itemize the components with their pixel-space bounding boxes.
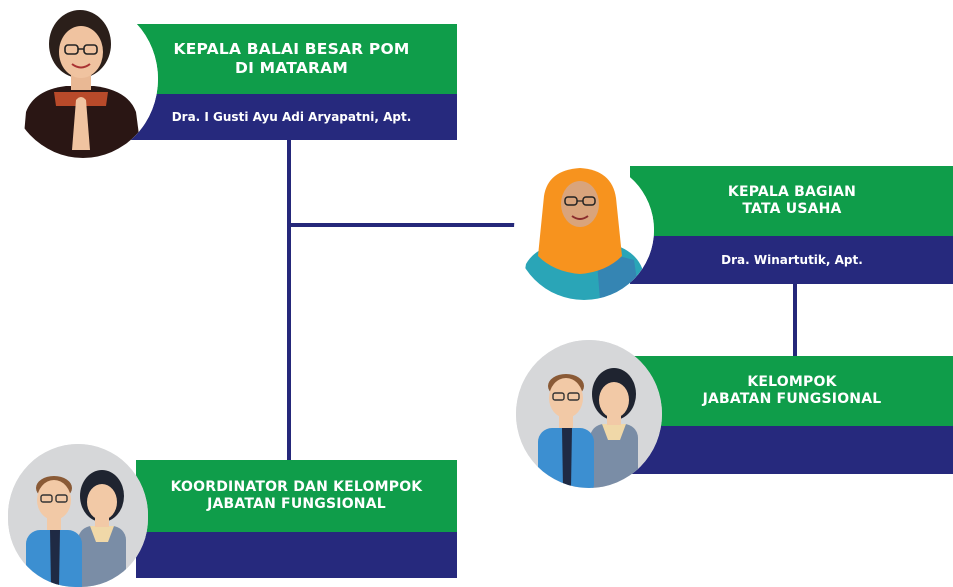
connector-head-vertical [287, 140, 291, 465]
org-card-functional-group: KELOMPOK JABATAN FUNGSIONAL [516, 340, 953, 490]
org-card-admin: KEPALA BAGIAN TATA USAHA Dra. Winartutik… [514, 160, 953, 305]
group-people-icon [516, 340, 662, 488]
card-title: KOORDINATOR DAN KELOMPOK JABATAN FUNGSIO… [136, 460, 457, 532]
org-card-head: KEPALA BALAI BESAR POM DI MATARAM Dra. I… [0, 0, 460, 160]
card-name: Dra. Winartutik, Apt. [630, 236, 953, 284]
woman-hijab-portrait-icon [514, 160, 654, 300]
woman-portrait-icon [8, 0, 158, 158]
card-title: KELOMPOK JABATAN FUNGSIONAL [630, 356, 953, 426]
card-name [630, 426, 953, 474]
org-card-coordinator-group: KOORDINATOR DAN KELOMPOK JABATAN FUNGSIO… [0, 444, 460, 587]
group-people-icon [8, 444, 148, 587]
connector-admin-to-group [793, 284, 797, 358]
card-name: Dra. I Gusti Ayu Adi Aryapatni, Apt. [126, 94, 457, 140]
card-title: KEPALA BAGIAN TATA USAHA [630, 166, 953, 236]
card-title: KEPALA BALAI BESAR POM DI MATARAM [126, 24, 457, 94]
card-name [136, 532, 457, 578]
connector-head-to-admin [287, 223, 527, 227]
